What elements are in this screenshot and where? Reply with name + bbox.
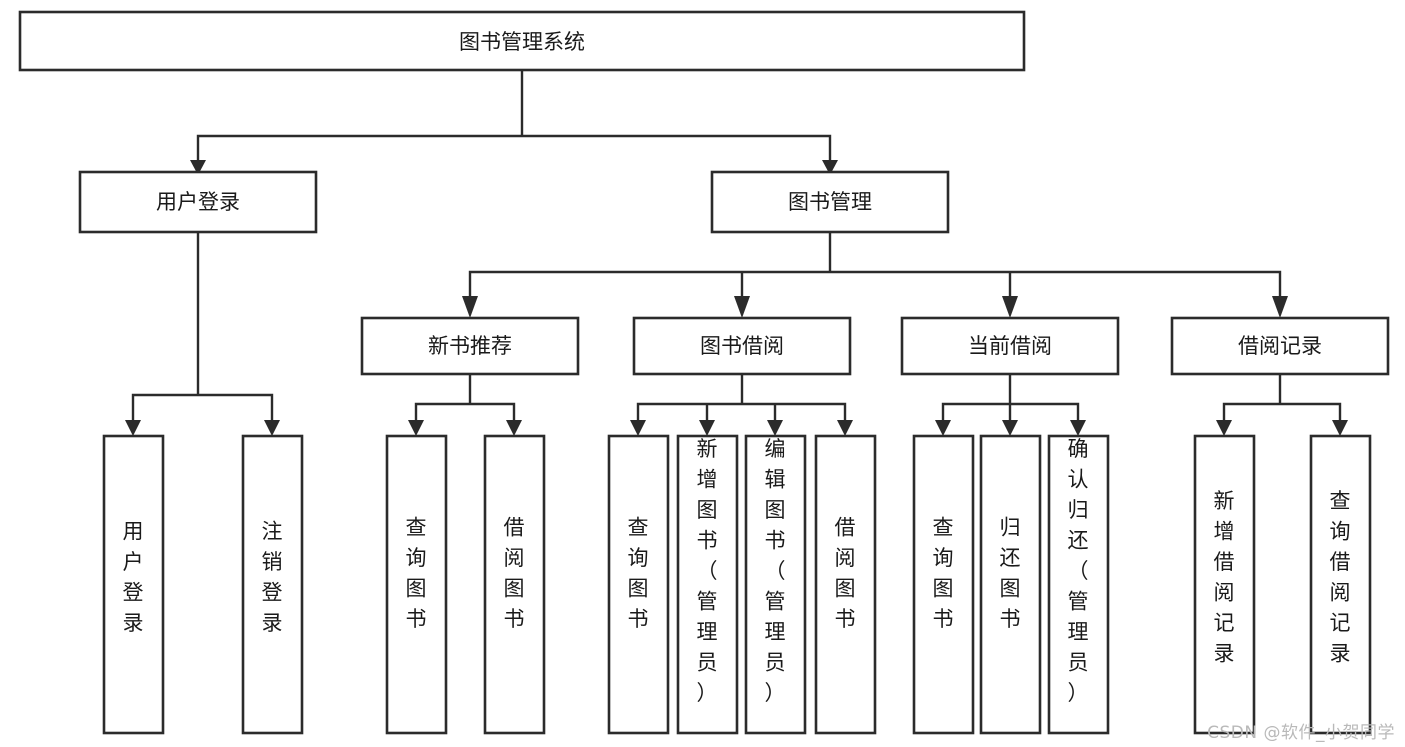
- leaf-query-record[interactable]: 查询借阅记录: [1309, 434, 1372, 735]
- leaf-confirm-return-label: 确认归还（管理员）: [1068, 437, 1089, 705]
- arrowhead-leaf-query-book-1: [408, 420, 424, 436]
- node-book-manage[interactable]: 图书管理: [710, 170, 950, 234]
- leaf-logout-label: 注销登录: [262, 519, 283, 635]
- leaf-query-book-2-box[interactable]: [607, 434, 670, 735]
- connector-layer: [125, 68, 1348, 436]
- node-book-borrow[interactable]: 图书借阅: [632, 316, 852, 376]
- node-new-book-recommend[interactable]: 新书推荐: [360, 316, 580, 376]
- node-current-borrow-box[interactable]: [900, 316, 1120, 376]
- connector-currentborrow-to-leaves: [941, 373, 1080, 422]
- arrowhead-leaf-query-book-2: [630, 420, 646, 436]
- leaf-user-login-box[interactable]: [102, 434, 165, 735]
- arrowhead-new-book-recommend: [462, 296, 478, 318]
- leaf-edit-book-label: 编辑图书（管理员）: [765, 437, 786, 705]
- connector-bookborrow-to-leaves: [636, 373, 847, 422]
- leaf-add-record-label: 新增借阅记录: [1214, 489, 1235, 666]
- leaf-logout-box[interactable]: [241, 434, 304, 735]
- leaf-query-book-2[interactable]: 查询图书: [607, 434, 670, 735]
- arrowhead-leaf-user-login: [125, 420, 141, 436]
- arrowhead-leaf-borrow-book-2: [837, 420, 853, 436]
- node-user-login[interactable]: 用户登录: [78, 170, 318, 234]
- connector-userlogin-to-leaves: [131, 231, 274, 422]
- node-user-login-label: 用户登录: [156, 190, 240, 214]
- leaf-return-book-box[interactable]: [979, 434, 1042, 735]
- arrowhead-user-login: [190, 160, 206, 175]
- node-new-book-recommend-box[interactable]: [360, 316, 580, 376]
- node-current-borrow-label: 当前借阅: [968, 334, 1052, 358]
- node-borrow-record-box[interactable]: [1170, 316, 1390, 376]
- node-user-login-box[interactable]: [78, 170, 318, 234]
- leaf-borrow-book-1-box[interactable]: [483, 434, 546, 735]
- arrowhead-current-borrow: [1002, 296, 1018, 318]
- leaf-query-book-3-label: 查询图书: [933, 515, 954, 631]
- leaf-borrow-book-2-box[interactable]: [814, 434, 877, 735]
- arrowhead-leaf-edit-book: [767, 420, 783, 436]
- leaf-query-record-box[interactable]: [1309, 434, 1372, 735]
- leaf-add-book[interactable]: 新增图书（管理员）: [676, 434, 739, 735]
- node-borrow-record[interactable]: 借阅记录: [1170, 316, 1390, 376]
- node-book-manage-box[interactable]: [710, 170, 950, 234]
- node-root-label: 图书管理系统: [459, 30, 585, 54]
- leaf-borrow-book-1[interactable]: 借阅图书: [483, 434, 546, 735]
- node-borrow-record-label: 借阅记录: [1238, 334, 1322, 358]
- arrowhead-leaf-borrow-book-1: [506, 420, 522, 436]
- leaf-add-record-box[interactable]: [1193, 434, 1256, 735]
- arrowhead-leaf-add-record: [1216, 420, 1232, 436]
- connector-newbook-to-leaves: [414, 373, 516, 422]
- leaf-query-book-1[interactable]: 查询图书: [385, 434, 448, 735]
- leaf-query-book-1-label: 查询图书: [406, 515, 427, 631]
- leaf-add-book-label: 新增图书（管理员）: [697, 437, 718, 705]
- arrowhead-leaf-query-book-3: [935, 420, 951, 436]
- node-current-borrow[interactable]: 当前借阅: [900, 316, 1120, 376]
- leaf-query-book-3[interactable]: 查询图书: [912, 434, 975, 735]
- leaf-add-record[interactable]: 新增借阅记录: [1193, 434, 1256, 735]
- node-root-box[interactable]: [18, 10, 1026, 72]
- leaf-edit-book-box[interactable]: [744, 434, 807, 735]
- leaf-return-book[interactable]: 归还图书: [979, 434, 1042, 735]
- leaf-query-book-2-label: 查询图书: [628, 515, 649, 631]
- arrowhead-leaf-logout: [264, 420, 280, 436]
- leaf-borrow-book-1-label: 借阅图书: [504, 515, 525, 631]
- arrowhead-borrow-record: [1272, 296, 1288, 318]
- leaf-edit-book[interactable]: 编辑图书（管理员）: [744, 434, 807, 735]
- leaf-confirm-return-box[interactable]: [1047, 434, 1110, 735]
- leaf-user-login[interactable]: 用户登录: [102, 434, 165, 735]
- connector-borrowrecord-to-leaves: [1222, 373, 1342, 422]
- leaf-return-book-label: 归还图书: [1000, 515, 1021, 631]
- connector-bookmanage-to-level3: [468, 231, 1282, 298]
- arrowhead-book-manage: [822, 160, 838, 175]
- leaf-confirm-return[interactable]: 确认归还（管理员）: [1047, 434, 1110, 735]
- arrowhead-leaf-confirm-return: [1070, 420, 1086, 436]
- arrowhead-leaf-add-book: [699, 420, 715, 436]
- arrowhead-book-borrow: [734, 296, 750, 318]
- arrowhead-leaf-return-book: [1002, 420, 1018, 436]
- leaf-query-record-label: 查询借阅记录: [1330, 489, 1351, 666]
- leaf-borrow-book-2[interactable]: 借阅图书: [814, 434, 877, 735]
- node-root[interactable]: 图书管理系统: [18, 10, 1026, 72]
- leaf-borrow-book-2-label: 借阅图书: [835, 515, 856, 631]
- connector-root-to-level2: [196, 68, 832, 162]
- node-book-borrow-label: 图书借阅: [700, 334, 784, 358]
- leaf-query-book-3-box[interactable]: [912, 434, 975, 735]
- leaf-user-login-label: 用户登录: [123, 519, 144, 635]
- leaf-query-book-1-box[interactable]: [385, 434, 448, 735]
- arrowhead-leaf-query-record: [1332, 420, 1348, 436]
- node-new-book-recommend-label: 新书推荐: [428, 334, 512, 358]
- leaf-add-book-box[interactable]: [676, 434, 739, 735]
- node-book-borrow-box[interactable]: [632, 316, 852, 376]
- leaf-logout[interactable]: 注销登录: [241, 434, 304, 735]
- node-book-manage-label: 图书管理: [788, 190, 872, 214]
